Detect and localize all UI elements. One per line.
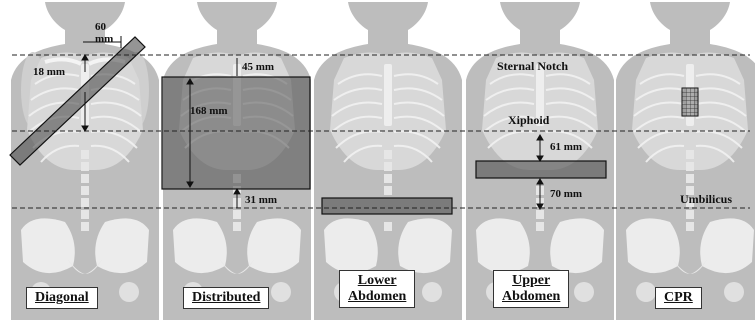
- diagonal-width-label: 60 mm: [95, 21, 113, 45]
- distributed-top-label: 45 mm: [242, 62, 274, 73]
- torso-cpr: [616, 2, 755, 320]
- caption-upper-abdomen-line1: Upper: [502, 273, 560, 289]
- lower-abdomen-pad: [322, 198, 452, 214]
- panel-distributed: [162, 2, 311, 320]
- caption-diagonal: Diagonal: [26, 287, 98, 309]
- caption-distributed: Distributed: [183, 287, 269, 309]
- upper-bottom-label: 70 mm: [550, 189, 582, 200]
- distributed-height-label: 168 mm: [190, 106, 228, 117]
- panel-diagonal: [10, 2, 159, 320]
- diagonal-width-value: 60: [95, 21, 106, 33]
- upper-top-label: 61 mm: [550, 142, 582, 153]
- caption-lower-abdomen-line1: Lower: [348, 273, 406, 289]
- xiphoid-label: Xiphoid: [508, 114, 549, 126]
- distributed-bottom-label: 31 mm: [245, 195, 277, 206]
- caption-distributed-line1: Distributed: [192, 290, 260, 306]
- caption-lower-abdomen-line2: Abdomen: [348, 289, 406, 305]
- caption-upper-abdomen-line2: Abdomen: [502, 289, 560, 305]
- upper-abdomen-pad: [476, 161, 606, 178]
- umbilicus-label: Umbilicus: [680, 193, 732, 205]
- panel-cpr: [616, 2, 755, 320]
- distributed-pad: [162, 77, 310, 189]
- caption-lower-abdomen: Lower Abdomen: [339, 270, 415, 308]
- diagonal-width-unit: mm: [95, 33, 113, 45]
- caption-cpr-line1: CPR: [664, 290, 693, 306]
- caption-upper-abdomen: Upper Abdomen: [493, 270, 569, 308]
- caption-diagonal-line1: Diagonal: [35, 290, 89, 306]
- cpr-pad: [682, 88, 698, 116]
- diagonal-offset-label: 18 mm: [33, 67, 65, 78]
- caption-cpr: CPR: [655, 287, 702, 309]
- sternal-notch-label: Sternal Notch: [497, 60, 568, 72]
